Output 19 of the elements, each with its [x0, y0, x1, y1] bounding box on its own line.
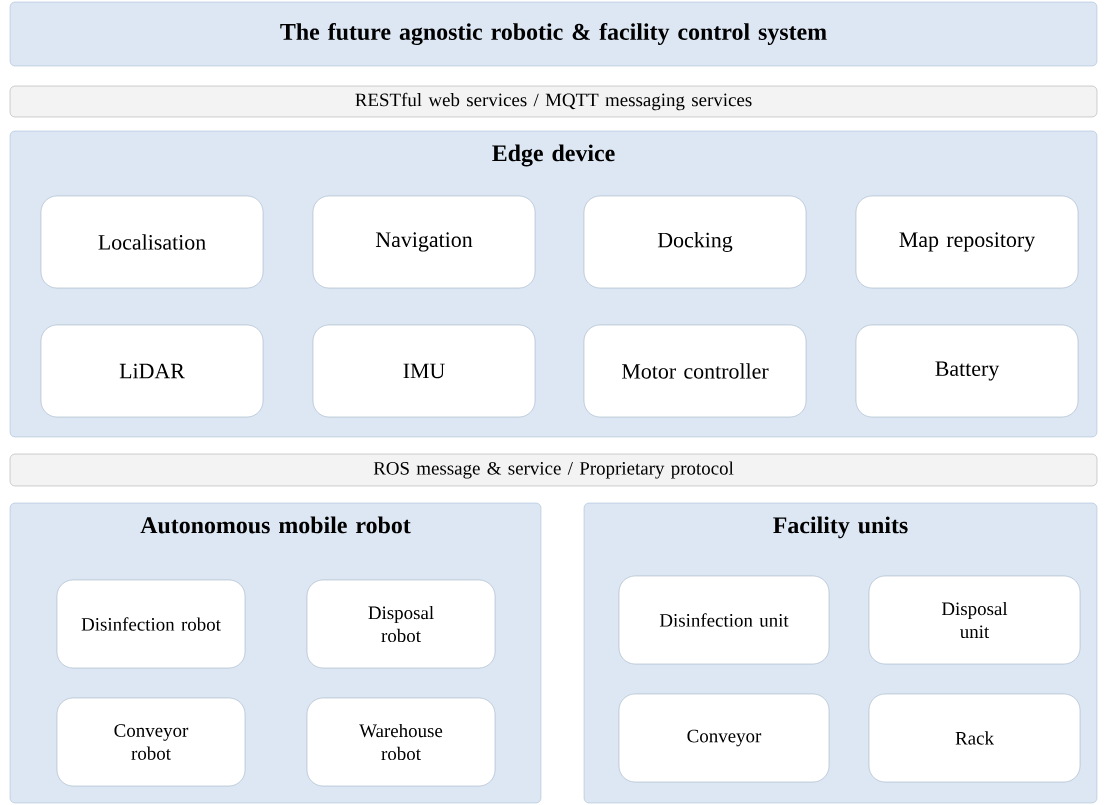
title-bar: The future agnostic robotic & facility control system [9, 1, 1098, 67]
component-box: Rack [868, 693, 1081, 783]
component-box: Disposal unit [868, 575, 1081, 665]
component-box: Conveyor robot [56, 697, 246, 787]
component-box: Navigation [312, 195, 536, 289]
component-box: Disinfection unit [618, 575, 830, 665]
component-box: IMU [312, 324, 536, 418]
protocol-band: RESTful web services / MQTT messaging services [9, 85, 1098, 118]
protocol-band: ROS message & service / Proprietary protocol [9, 453, 1098, 487]
component-box: Localisation [40, 195, 264, 289]
component-box: Map repository [855, 195, 1079, 289]
component-box: Battery [855, 324, 1079, 418]
component-box: Disinfection robot [56, 579, 246, 669]
component-box: Motor controller [583, 324, 807, 418]
component-box: LiDAR [40, 324, 264, 418]
component-box: Warehouse robot [306, 697, 496, 787]
component-box: Disposal robot [306, 579, 496, 669]
component-box: Docking [583, 195, 807, 289]
component-box: Conveyor [618, 693, 830, 783]
